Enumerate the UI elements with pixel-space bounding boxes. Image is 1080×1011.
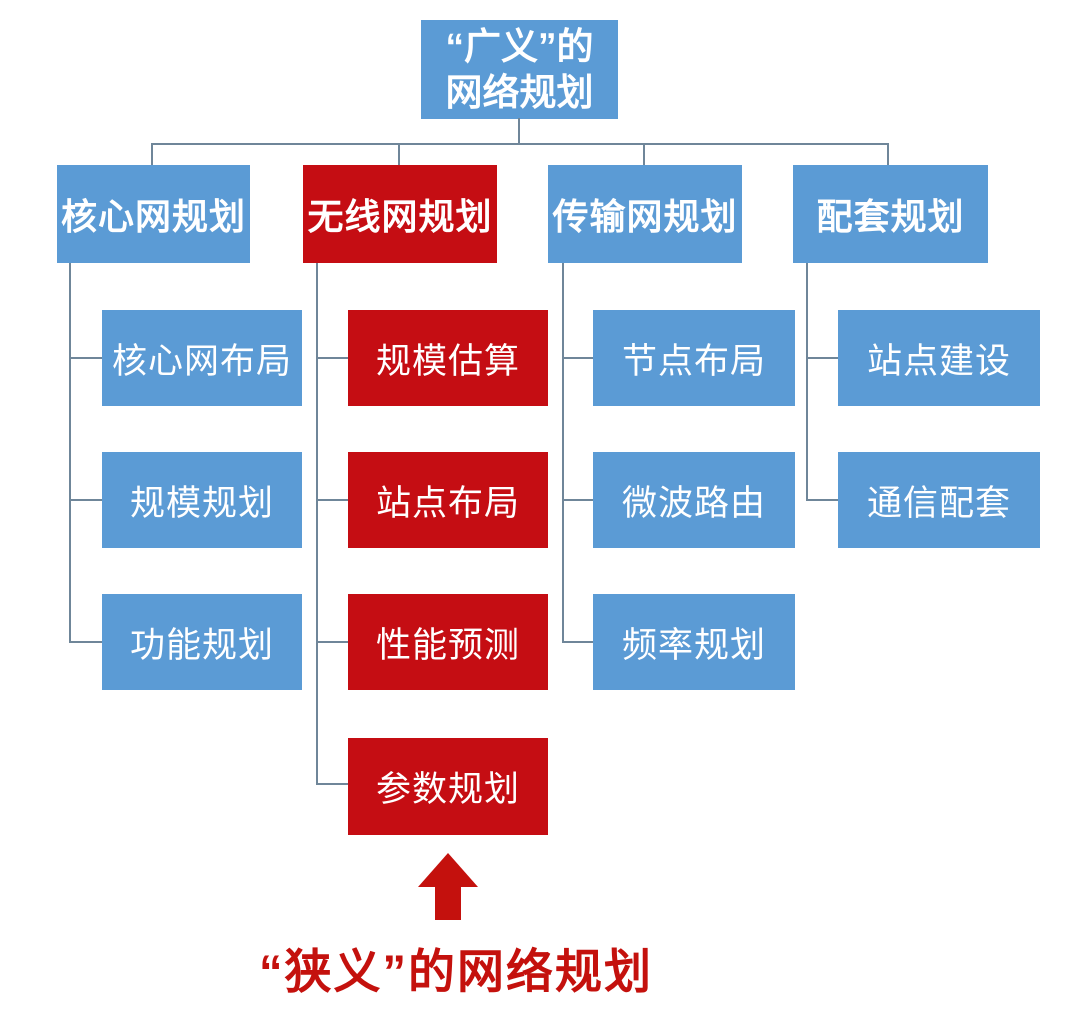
header-wireless-network-planning: 无线网规划 bbox=[303, 165, 497, 263]
header-support-planning-label: 配套规划 bbox=[816, 196, 965, 237]
connector-drop-core bbox=[151, 143, 153, 166]
node-parameter-planning: 参数规划 bbox=[348, 738, 548, 835]
root-node-guangyi-network-planning: “广义”的 网络规划 bbox=[421, 20, 618, 119]
connector-spine-core bbox=[69, 263, 71, 643]
node-scale-estimation-label: 规模估算 bbox=[375, 341, 520, 381]
connector-stub-core-1 bbox=[69, 357, 104, 359]
node-core-network-layout-label: 核心网布局 bbox=[111, 341, 292, 381]
connector-stub-transmission-1 bbox=[562, 357, 595, 359]
up-arrow-shaft bbox=[435, 885, 461, 920]
root-node-label: “广义”的 网络规划 bbox=[446, 24, 594, 116]
connector-drop-support bbox=[887, 143, 889, 166]
connector-stub-core-2 bbox=[69, 499, 104, 501]
node-performance-prediction: 性能预测 bbox=[348, 594, 548, 690]
node-site-layout-label: 站点布局 bbox=[375, 483, 520, 523]
node-site-layout: 站点布局 bbox=[348, 452, 548, 548]
node-microwave-routing: 微波路由 bbox=[593, 452, 795, 548]
connector-stub-wireless-2 bbox=[316, 499, 350, 501]
connector-drop-transmission bbox=[643, 143, 645, 166]
node-parameter-planning-label: 参数规划 bbox=[375, 770, 520, 809]
node-node-layout-label: 节点布局 bbox=[621, 341, 766, 381]
connector-stub-support-1 bbox=[806, 357, 840, 359]
node-communication-support: 通信配套 bbox=[838, 452, 1040, 548]
node-scale-planning-label: 规模规划 bbox=[129, 483, 274, 523]
node-function-planning-label: 功能规划 bbox=[129, 625, 274, 665]
connector-stub-support-2 bbox=[806, 499, 840, 501]
node-function-planning: 功能规划 bbox=[102, 594, 302, 690]
root-node-label-line2: 网络规划 bbox=[445, 71, 594, 113]
header-core-network-planning-label: 核心网规划 bbox=[60, 196, 246, 237]
connector-drop-wireless bbox=[398, 143, 400, 166]
connector-root-drop bbox=[518, 118, 520, 145]
node-communication-support-label: 通信配套 bbox=[866, 483, 1011, 523]
header-core-network-planning: 核心网规划 bbox=[57, 165, 250, 263]
node-frequency-planning: 频率规划 bbox=[593, 594, 795, 690]
header-transmission-network-planning: 传输网规划 bbox=[548, 165, 742, 263]
connector-stub-wireless-1 bbox=[316, 357, 350, 359]
node-scale-planning: 规模规划 bbox=[102, 452, 302, 548]
connector-spine-wireless bbox=[316, 263, 318, 785]
node-scale-estimation: 规模估算 bbox=[348, 310, 548, 406]
up-arrow-icon bbox=[418, 853, 478, 887]
node-performance-prediction-label: 性能预测 bbox=[375, 625, 520, 665]
node-microwave-routing-label: 微波路由 bbox=[621, 483, 766, 523]
connector-stub-transmission-2 bbox=[562, 499, 595, 501]
connector-spine-transmission bbox=[562, 263, 564, 643]
footer-xiayi-network-planning: “狭义”的网络规划 bbox=[259, 945, 653, 998]
node-site-construction: 站点建设 bbox=[838, 310, 1040, 406]
node-frequency-planning-label: 频率规划 bbox=[621, 625, 766, 665]
connector-stub-core-3 bbox=[69, 641, 104, 643]
connector-top-rail bbox=[151, 143, 889, 145]
header-wireless-network-planning-label: 无线网规划 bbox=[307, 196, 493, 237]
node-node-layout: 节点布局 bbox=[593, 310, 795, 406]
header-transmission-network-planning-label: 传输网规划 bbox=[552, 196, 738, 237]
connector-spine-support bbox=[806, 263, 808, 501]
connector-stub-transmission-3 bbox=[562, 641, 595, 643]
node-site-construction-label: 站点建设 bbox=[866, 341, 1011, 381]
node-core-network-layout: 核心网布局 bbox=[102, 310, 302, 406]
connector-stub-wireless-4 bbox=[316, 783, 350, 785]
root-node-label-line1: “广义”的 bbox=[445, 25, 594, 67]
connector-stub-wireless-3 bbox=[316, 641, 350, 643]
header-support-planning: 配套规划 bbox=[793, 165, 988, 263]
